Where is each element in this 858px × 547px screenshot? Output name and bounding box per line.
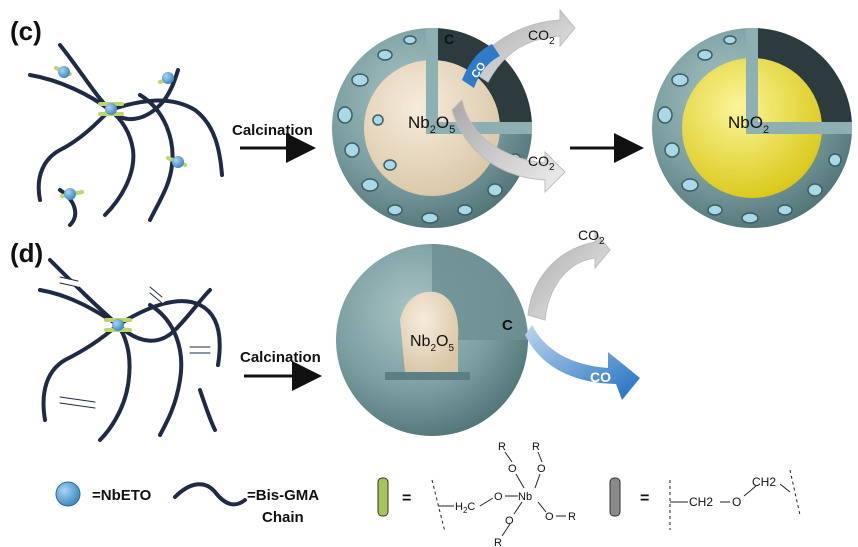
porous-sphere-nbo2 — [652, 28, 852, 228]
polymer-network-d — [38, 258, 222, 442]
co2-arrow-bottom-c — [451, 98, 566, 194]
nbeto-nodes-c — [58, 66, 184, 200]
core-c2-sub2: 2 — [763, 124, 769, 136]
legend-green-structure-text: H2C O Nb O R O R O R O R — [455, 441, 576, 547]
nbeto-node-d — [112, 319, 124, 331]
struct-ch2-left: CH2 — [689, 495, 713, 509]
legend-nbeto-icon — [55, 481, 81, 507]
svg-text:H2C: H2C — [455, 501, 475, 515]
core-d-sub1: 2 — [430, 343, 436, 354]
co2-label-bottom-c: CO2 — [528, 153, 555, 173]
panel-label-d: (d) — [10, 238, 43, 268]
legend-nbeto-label: =NbETO — [92, 487, 152, 504]
shell-label-c1: C — [444, 31, 454, 47]
polymer-network-c — [28, 43, 224, 227]
crosslinks-c — [54, 66, 187, 198]
co2-d-base: CO — [578, 227, 599, 243]
crosslinks-d — [57, 277, 213, 408]
core-label-c2: NbO2 — [728, 113, 769, 136]
calcination-label-c: Calcination — [232, 122, 313, 139]
legend-chain-label-1: =Bis-GMA — [247, 487, 319, 504]
core-c1-mid: O — [436, 113, 449, 132]
legend-gray-structure — [669, 469, 801, 530]
solid-sphere-nb2o5 — [336, 244, 528, 436]
co2-top-base: CO — [528, 27, 549, 43]
co2-top-sub: 2 — [549, 36, 555, 47]
co2-d-sub: 2 — [599, 236, 605, 247]
legend-chain-label-2: Chain — [262, 509, 304, 526]
core-c1-sub2: 5 — [449, 124, 455, 136]
legend-gray-equals: = — [640, 490, 649, 507]
core-d-sub2: 5 — [448, 343, 454, 354]
struct-r-top2: R — [532, 441, 540, 453]
co2-bottom-base: CO — [528, 153, 549, 169]
co-label-d: CO — [590, 369, 611, 385]
struct-h: H — [455, 501, 463, 513]
shell-label-d: C — [502, 317, 513, 334]
struct-nb: Nb — [518, 491, 532, 503]
struct-r-bot2: R — [568, 511, 576, 523]
co-band-c — [462, 44, 500, 88]
core-c2-base: Nb — [728, 113, 750, 132]
legend-green-link-icon — [377, 477, 389, 517]
panel-label-c: (c) — [10, 16, 42, 46]
core-label-d: Nb2O5 — [410, 333, 454, 354]
calcination-label-d: Calcination — [240, 349, 321, 366]
core-d-base: Nb — [410, 333, 431, 350]
legend-green-equals: = — [402, 490, 411, 507]
struct-o-top1: O — [508, 463, 517, 475]
legend-chain-icon — [173, 482, 247, 507]
core-c2-mid: O — [750, 113, 763, 132]
core-c1-sub1: 2 — [430, 124, 436, 136]
co2-arrow-d — [527, 230, 611, 321]
legend-gray-link-icon — [609, 477, 621, 517]
core-c1-base: Nb — [408, 113, 430, 132]
crosslinks-d-outline — [59, 276, 211, 409]
co2-label-top-c: CO2 — [528, 27, 555, 47]
legend-green-structure — [431, 451, 566, 537]
struct-c: C — [467, 501, 475, 513]
struct-ch2-right: CH2 — [752, 475, 776, 489]
struct-o-left: O — [494, 491, 503, 503]
legend-gray-structure-text: CH2 O CH2 — [689, 475, 776, 509]
struct-r-top1: R — [498, 441, 506, 453]
struct-o-bot2: O — [545, 511, 554, 523]
co2-arrow-top-c — [469, 8, 576, 83]
struct-gray-o: O — [732, 495, 741, 509]
co-arrow-d — [525, 325, 640, 400]
struct-r-bot1: R — [494, 537, 502, 547]
co2-bottom-sub: 2 — [549, 162, 555, 173]
co2-label-d: CO2 — [578, 227, 605, 247]
core-d-mid: O — [436, 333, 448, 350]
struct-o-bot1: O — [505, 515, 514, 527]
struct-o-top2: O — [537, 463, 546, 475]
struct-h-sub: 2 — [463, 506, 468, 515]
core-label-c1: Nb2O5 — [408, 113, 455, 136]
